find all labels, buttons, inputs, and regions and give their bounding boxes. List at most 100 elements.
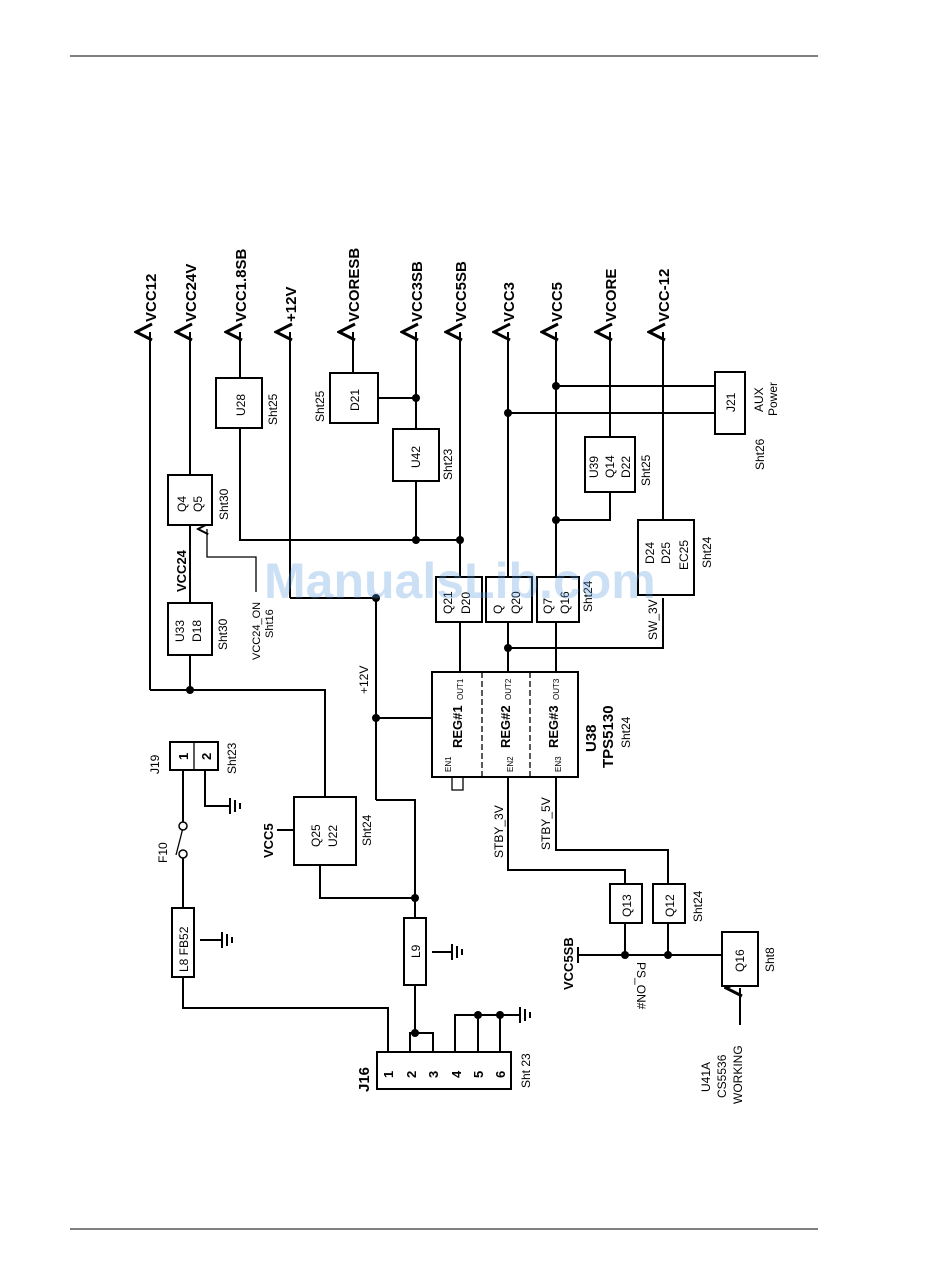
q4-q5-sheet: Sht30: [217, 488, 231, 520]
u41a-line3: WORKING: [731, 1045, 745, 1104]
qb-line2: Q20: [509, 591, 523, 614]
rail-label-vcc5sb: VCC5SB: [453, 261, 470, 322]
d24-sheet: Sht24: [700, 536, 714, 568]
q4-label: Q4: [175, 496, 189, 512]
u33-d18-sheet: Sht30: [216, 618, 230, 650]
d22-label: D22: [619, 456, 633, 478]
u38-label: U38: [583, 724, 600, 752]
j21-note-aux: AUX: [752, 387, 766, 412]
l9-label: L9: [409, 944, 423, 958]
u38-sheet: Sht24: [619, 716, 633, 748]
out2-label: OUT2: [504, 678, 513, 700]
en2-label: EN2: [506, 756, 515, 772]
en1-label: EN1: [444, 756, 453, 772]
u38-part: TPS5130: [600, 705, 617, 768]
q12-sheet: Sht24: [691, 890, 705, 922]
reg1-label: REG#1: [450, 705, 465, 748]
fuse-f10-label: F10: [156, 842, 170, 863]
out1-label: OUT1: [456, 678, 465, 700]
rail-label-vcc18sb: VCC1.8SB: [233, 248, 250, 322]
j19-pin-1: 1: [176, 753, 191, 760]
q25-label: Q25: [309, 824, 323, 847]
u41a-line2: CS5536: [715, 1054, 729, 1098]
q25-u22-sheet: Sht24: [360, 814, 374, 846]
ic-u42: [392, 428, 440, 482]
out3-label: OUT3: [552, 678, 561, 700]
net-ps-on-label: PS_ON#: [634, 962, 648, 1010]
rail-label-vcc3: VCC3: [501, 282, 518, 322]
j16-pin-2: 2: [404, 1071, 419, 1078]
rail-label-vccm12: VCC-12: [656, 269, 673, 322]
q14-label: Q14: [603, 455, 617, 478]
d25-label: D25: [659, 542, 673, 564]
transistor-q25-u22: [293, 796, 357, 866]
ground-symbols: [221, 798, 531, 1023]
ic-u39-q14-d22: [584, 436, 636, 493]
ic-u28: [215, 377, 263, 429]
connector-j21: [714, 371, 746, 435]
j19-pin-2: 2: [199, 753, 214, 760]
d18-label: D18: [190, 620, 204, 642]
d24-label: D24: [643, 542, 657, 564]
u41a-line1: U41A: [699, 1062, 713, 1092]
fuse-f10-terminal: [178, 849, 188, 859]
net-vcc5-label: VCC5: [261, 823, 276, 858]
net-sw3v-label: SW_3V: [646, 599, 660, 640]
j19-sheet: Sht23: [225, 742, 239, 774]
ic-u42-label: U42: [409, 446, 423, 468]
d20-label: D20: [459, 592, 473, 614]
j16-pin-4: 4: [449, 1070, 464, 1078]
transistor-q-q20: [485, 576, 533, 623]
ic-u42-sheet: Sht23: [441, 448, 455, 480]
q16-sheet: Sht8: [763, 947, 777, 972]
q13-label: Q13: [620, 894, 634, 917]
q5-label: Q5: [191, 496, 205, 512]
rail-label-vcc5: VCC5: [549, 282, 566, 322]
ic-u28-label: U28: [234, 394, 248, 416]
ground-icon: [519, 1007, 531, 1023]
net-vcc24-label: VCC24: [174, 549, 189, 592]
l8-label: L8 FB52: [177, 926, 191, 972]
rail-label-vcc12: VCC12: [143, 274, 160, 322]
net-vcc5sb-label: VCC5SB: [561, 937, 576, 990]
j21-note-power: Power: [766, 382, 780, 416]
rail-label-vcc3sb: VCC3SB: [409, 261, 426, 322]
q16-label: Q16: [733, 949, 747, 972]
transistor-q7-q16: [536, 576, 580, 623]
qc-line1: Q7: [541, 598, 555, 614]
j16-pin-5: 5: [471, 1071, 486, 1078]
rail-label-p12v: +12V: [283, 287, 300, 322]
reg2-label: REG#2: [498, 705, 513, 748]
u22-label: U22: [326, 825, 340, 847]
junction-dots: [186, 382, 672, 1037]
j19-label: J19: [148, 754, 162, 774]
connector-j16: [376, 1051, 512, 1090]
q12-label: Q12: [663, 894, 677, 917]
ic-u28-sheet: Sht25: [266, 393, 280, 425]
diode-d21-sheet: Sht25: [313, 390, 327, 422]
transistor-q13: [609, 883, 643, 924]
rail-label-vcore: VCORE: [603, 269, 620, 322]
diode-d24-d25-ec25: [637, 519, 695, 596]
transistor-q21-d20: [435, 576, 483, 623]
inductor-l8-fb52: [171, 907, 195, 978]
net-12v-label: +12V: [357, 666, 371, 694]
j16-pin-1: 1: [381, 1071, 396, 1078]
diode-d21-label: D21: [348, 389, 362, 411]
j21-sheet: Sht26: [753, 438, 767, 470]
watermark: ManualsLib.com: [264, 553, 656, 609]
ground-icon: [221, 932, 233, 948]
net-stby5v-label: STBY_5V: [539, 797, 553, 850]
u39-sheet: Sht25: [639, 454, 653, 486]
net-stby3v-label: STBY_3V: [492, 805, 506, 858]
diode-d21: [329, 372, 379, 424]
u39-label: U39: [587, 456, 601, 478]
net-vcc24-on-sheet: Sht16: [264, 609, 276, 638]
transistor-q16: [721, 931, 759, 987]
rail-label-vcoresb: VCORESB: [346, 248, 363, 322]
q21-label: Q21: [441, 591, 455, 614]
net-vcc24-on-label: VCC24_ON: [251, 602, 263, 660]
j21-label: J21: [724, 392, 738, 412]
j16-pin-3: 3: [426, 1071, 441, 1078]
